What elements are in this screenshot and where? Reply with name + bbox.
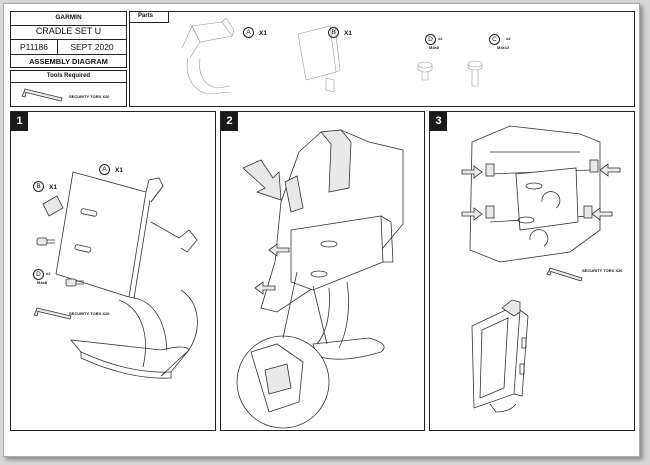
step2-top-block — [320, 129, 352, 193]
step3-device — [471, 307, 521, 409]
screw-d-drawing — [417, 61, 433, 81]
tools-heading: Tools Required — [11, 73, 126, 83]
part-d-callout: D — [425, 34, 436, 45]
title-block: GARMIN CRADLE SET U P11186 SEPT 2020 ASS… — [10, 11, 127, 68]
step1-qty-d: x2 — [46, 271, 51, 276]
step-1-panel: 1 — [10, 111, 216, 431]
part-c-callout: C — [489, 34, 500, 45]
step1-callout-b: B — [33, 181, 44, 192]
step-1-drawing — [33, 171, 198, 379]
step-3-drawing — [461, 125, 621, 413]
step1-plate — [55, 171, 147, 298]
step3-rotate-arrow-1 — [541, 191, 561, 209]
tools-required-panel: Tools Required SECURITY TORX X20 — [10, 70, 127, 107]
parts-heading-tab: Parts — [130, 12, 169, 23]
part-b-qty: X1 — [344, 30, 352, 37]
document-type: ASSEMBLY DIAGRAM — [11, 54, 126, 68]
parts-panel: Parts — [129, 11, 635, 107]
step1-callout-a: A — [99, 164, 110, 175]
step3-tool-label: SECURITY TORX X20 — [582, 268, 623, 273]
step-2-panel: 2 — [220, 111, 425, 431]
step-3-panel: 3 — [429, 111, 635, 431]
step-2-number: 2 — [221, 112, 238, 131]
assembly-sheet: GARMIN CRADLE SET U P11186 SEPT 2020 ASS… — [3, 3, 640, 457]
part-b-plate-drawing — [297, 25, 341, 93]
part-d-size: M4x8 — [429, 45, 440, 50]
part-number: P11186 — [19, 42, 49, 52]
screw-c-drawing — [467, 60, 483, 87]
part-b-callout: B — [328, 27, 339, 38]
step1-qty-a: X1 — [115, 167, 123, 174]
parts-drawings — [181, 17, 483, 95]
step2-insert-arrow — [242, 159, 282, 201]
step1-tool-label: SECURITY TORX X20 — [69, 311, 110, 316]
step1-size-d: M4x8 — [37, 280, 48, 285]
step3-rotate-arrow-2 — [529, 229, 549, 247]
part-c-qty: x2 — [506, 36, 511, 41]
step-2-drawing — [236, 129, 404, 429]
parts-heading: Parts — [138, 13, 154, 19]
title-block-row: P11186 SEPT 2020 — [11, 39, 126, 54]
torx-wrench-icon — [21, 88, 63, 102]
part-d-qty: x2 — [438, 36, 443, 41]
part-a-qty: X1 — [259, 30, 267, 37]
step1-callout-d: D — [33, 269, 44, 280]
brand-name: GARMIN — [55, 14, 82, 21]
part-a-callout: A — [243, 27, 254, 38]
document-date: SEPT 2020 — [70, 42, 114, 52]
title-divider — [57, 40, 58, 54]
step1-qty-b: X1 — [49, 184, 57, 191]
step-3-number: 3 — [430, 112, 447, 131]
part-a-stand-drawing — [181, 17, 235, 95]
product-name: CRADLE SET U — [11, 25, 126, 38]
part-c-size: M4x12 — [497, 45, 510, 50]
step-1-number: 1 — [11, 112, 28, 131]
tool-name: SECURITY TORX X20 — [69, 94, 110, 99]
